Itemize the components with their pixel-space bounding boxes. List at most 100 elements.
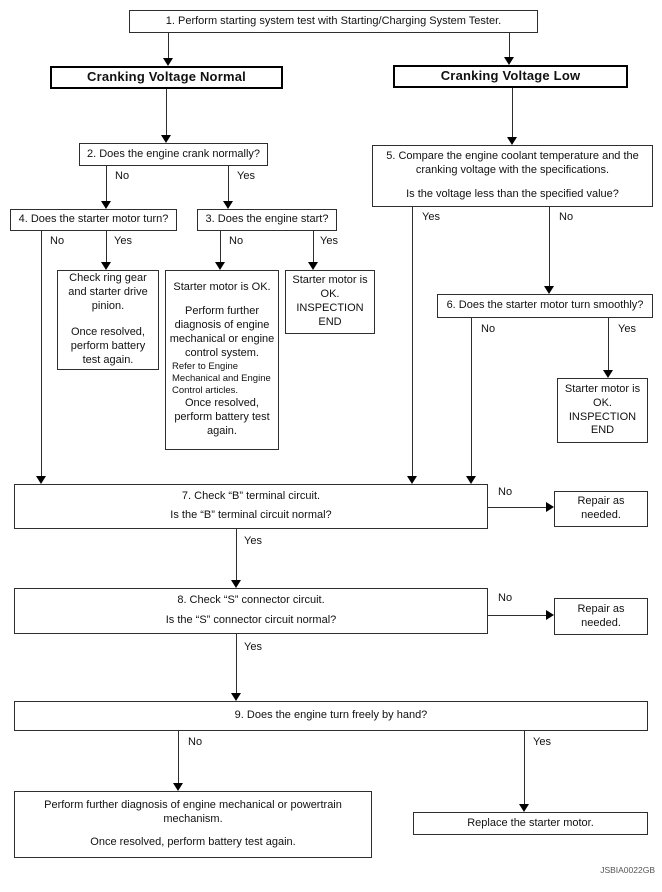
- edge-label-q4-no: No: [50, 235, 65, 247]
- arrowhead-down-icon: [101, 262, 111, 270]
- arrowhead-down-icon: [504, 57, 514, 65]
- inspection-end-2-line1: Starter motor is OK.: [564, 382, 641, 409]
- node-q7-line2: Is the “B” terminal circuit normal?: [170, 509, 332, 522]
- node-starter-ok-further-diagnosis: Starter motor is OK. Perform further dia…: [165, 270, 279, 450]
- node-q5-line2: Is the voltage less than the specified v…: [406, 187, 619, 200]
- node-repair-as-needed-1: Repair as needed.: [554, 491, 648, 527]
- arrowhead-down-icon: [519, 804, 529, 812]
- node-q7-b-terminal-circuit: 7. Check “B” terminal circuit. Is the “B…: [14, 484, 488, 529]
- edge-label-q6-no: No: [481, 323, 496, 335]
- arrowhead-down-icon: [173, 783, 183, 791]
- starter-ok-diag-line2: Perform further diagnosis of engine mech…: [169, 305, 275, 360]
- node-q9-engine-turn-freely: 9. Does the engine turn freely by hand?: [14, 701, 648, 731]
- arrowhead-down-icon: [215, 262, 225, 270]
- inspection-end-1-line2: INSPECTION END: [296, 302, 364, 328]
- edge-label-q8-no: No: [498, 592, 513, 604]
- connector-q4-yes-to-ring-gear: [106, 231, 107, 262]
- arrowhead-right-icon: [546, 610, 554, 620]
- node-q2-engine-crank: 2. Does the engine crank normally?: [79, 143, 268, 166]
- connector-q8-no-to-repair2: [488, 615, 546, 616]
- connector-header-low-to-q5: [512, 88, 513, 137]
- edge-label-q5-yes: Yes: [422, 211, 440, 223]
- node-inspection-end-1: Starter motor is OK. INSPECTION END: [285, 270, 375, 334]
- connector-q4-no-to-q7: [41, 231, 42, 476]
- node-inspection-end-2: Starter motor is OK. INSPECTION END: [557, 378, 648, 443]
- edge-label-q6-yes: Yes: [618, 323, 636, 335]
- node-q3-text: 3. Does the engine start?: [205, 213, 329, 226]
- arrowhead-down-icon: [163, 58, 173, 66]
- node-q5-compare-coolant-voltage: 5. Compare the engine coolant temperatur…: [372, 145, 653, 207]
- arrowhead-down-icon: [101, 201, 111, 209]
- arrowhead-down-icon: [544, 286, 554, 294]
- node-q4-starter-motor-turn: 4. Does the starter motor turn?: [10, 209, 177, 231]
- arrowhead-down-icon: [223, 201, 233, 209]
- node-q8-line2: Is the “S” connector circuit normal?: [165, 614, 337, 627]
- arrowhead-down-icon: [231, 693, 241, 701]
- node-q6-text: 6. Does the starter motor turn smoothly?: [446, 299, 644, 312]
- connector-q3-no-to-diagnosis: [220, 231, 221, 262]
- arrowhead-down-icon: [603, 370, 613, 378]
- header-low-text: Cranking Voltage Low: [440, 68, 581, 84]
- repair2-text: Repair as needed.: [577, 602, 625, 629]
- connector-q9-yes-to-bot-right: [524, 731, 525, 804]
- repair1-text: Repair as needed.: [577, 495, 625, 521]
- edge-label-q8-yes: Yes: [244, 641, 262, 653]
- starter-ok-diag-line3: Once resolved, perform battery test agai…: [174, 396, 270, 437]
- edge-label-q2-no: No: [115, 170, 130, 182]
- node-check-ring-gear: Check ring gear and starter drive pinion…: [57, 270, 159, 370]
- edge-label-q7-yes: Yes: [244, 535, 262, 547]
- ring-gear-line2: Once resolved, perform battery test agai…: [70, 326, 146, 366]
- node-q2-text: 2. Does the engine crank normally?: [86, 147, 261, 160]
- connector-q6-no-to-q7: [471, 318, 472, 476]
- starter-ok-diag-line1: Starter motor is OK.: [173, 281, 271, 294]
- connector-q3-yes-to-inspection-end-1: [313, 231, 314, 262]
- connector-q2-yes-to-q3: [228, 166, 229, 201]
- connector-q7-no-to-repair1: [488, 507, 546, 508]
- connector-q8-yes-to-q9: [236, 634, 237, 693]
- figure-code: JSBIA0022GB: [600, 865, 655, 875]
- edge-label-q2-yes: Yes: [237, 170, 255, 182]
- edge-label-q9-no: No: [188, 736, 203, 748]
- node-header-cranking-voltage-low: Cranking Voltage Low: [393, 65, 628, 88]
- connector-step1-to-header-normal: [168, 33, 169, 58]
- connector-q2-no-to-q4: [106, 166, 107, 201]
- node-step1: 1. Perform starting system test with Sta…: [129, 10, 538, 33]
- node-step1-text: 1. Perform starting system test with Sta…: [165, 14, 502, 27]
- header-normal-text: Cranking Voltage Normal: [87, 69, 246, 85]
- connector-q7-yes-to-q8: [236, 529, 237, 580]
- connector-q5-yes-to-q7: [412, 207, 413, 476]
- node-further-diagnosis-powertrain: Perform further diagnosis of engine mech…: [14, 791, 372, 858]
- arrowhead-down-icon: [308, 262, 318, 270]
- edge-label-q4-yes: Yes: [114, 235, 132, 247]
- node-replace-starter-motor: Replace the starter motor.: [413, 812, 648, 835]
- bot-left-line1: Perform further diagnosis of engine mech…: [44, 798, 342, 825]
- node-repair-as-needed-2: Repair as needed.: [554, 598, 648, 635]
- arrowhead-down-icon: [466, 476, 476, 484]
- arrowhead-down-icon: [161, 135, 171, 143]
- bot-right-text: Replace the starter motor.: [467, 816, 594, 829]
- connector-q6-yes-to-inspection-end-2: [608, 318, 609, 370]
- arrowhead-down-icon: [507, 137, 517, 145]
- node-q4-text: 4. Does the starter motor turn?: [18, 213, 169, 226]
- edge-label-q5-no: No: [559, 211, 574, 223]
- inspection-end-2-line2: INSPECTION END: [568, 410, 637, 437]
- starter-ok-diag-note: Refer to Engine Mechanical and Engine Co…: [172, 361, 271, 396]
- ring-gear-line1: Check ring gear and starter drive pinion…: [68, 272, 148, 313]
- node-q8-s-connector-circuit: 8. Check “S” connector circuit. Is the “…: [14, 588, 488, 634]
- connector-q5-no-to-q6: [549, 207, 550, 286]
- edge-label-q3-yes: Yes: [320, 235, 338, 247]
- arrowhead-right-icon: [546, 502, 554, 512]
- connector-step1-to-header-low: [509, 33, 510, 57]
- connector-q9-no-to-bot-left: [178, 731, 179, 783]
- node-header-cranking-voltage-normal: Cranking Voltage Normal: [50, 66, 283, 89]
- node-q6-starter-turn-smoothly: 6. Does the starter motor turn smoothly?: [437, 294, 653, 318]
- node-q8-line1: 8. Check “S” connector circuit.: [177, 594, 325, 606]
- edge-label-q9-yes: Yes: [533, 736, 551, 748]
- edge-label-q3-no: No: [229, 235, 244, 247]
- arrowhead-down-icon: [231, 580, 241, 588]
- node-q9-text: 9. Does the engine turn freely by hand?: [234, 709, 428, 722]
- node-q7-line1: 7. Check “B” terminal circuit.: [181, 490, 321, 502]
- inspection-end-1-line1: Starter motor is OK.: [292, 274, 368, 301]
- connector-header-normal-to-q2: [166, 89, 167, 135]
